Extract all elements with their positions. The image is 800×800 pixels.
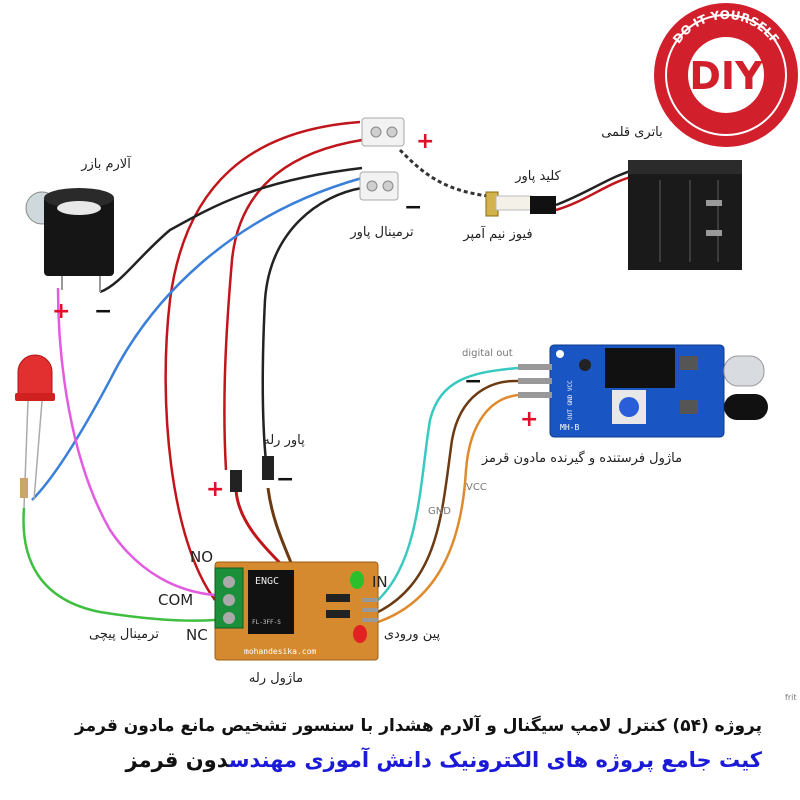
relay-brand: mohandesika.com xyxy=(244,647,316,656)
label-mark: frit xyxy=(785,693,796,702)
footer-kit-line: کیت جامع پروژه های الکترونیک دانش آموزی … xyxy=(0,748,800,788)
label-digital-out: digital out xyxy=(462,348,513,359)
badge-text: DIY xyxy=(689,54,763,98)
label-power-terminal: ترمینال پاور xyxy=(349,225,414,240)
power-terminal-bottom xyxy=(359,171,399,201)
footer-kit-black: دون قرمز xyxy=(125,748,229,772)
relay-power-lead-red xyxy=(234,489,284,567)
green-wire-led-nc xyxy=(22,507,216,622)
fuse-and-switch xyxy=(485,191,556,217)
battery-wire-red xyxy=(555,173,641,212)
brown-wire-gnd xyxy=(377,379,519,614)
relay-logo: ΕΝGC xyxy=(255,576,279,587)
diy-badge: DIY DO IT YOURSELF xyxy=(654,3,798,147)
sign-plus-terminal: + xyxy=(416,129,434,154)
sign-plus-buzzer: + xyxy=(52,299,70,324)
sign-plus-relay: + xyxy=(206,477,224,502)
label-relay-module: ماژول رله xyxy=(249,671,303,686)
label-gnd: GND xyxy=(428,506,451,517)
label-fuse: فیوز نیم آمپر xyxy=(462,225,532,242)
label-in: IN xyxy=(372,573,388,591)
buzzer xyxy=(25,188,114,292)
relay-module: ΕΝGC FL-3FF-S mohandesika.com xyxy=(214,561,379,661)
sign-plus-ir: + xyxy=(520,407,538,432)
footer-title: پروژه (۵۴) کنترل لامپ سیگنال و آلارم هشد… xyxy=(75,716,762,736)
label-buzzer: آلارم بازر xyxy=(80,155,132,172)
relay-power-pin-plus xyxy=(230,470,242,492)
label-ir-module: ماژول فرستنده و گیرنده مادون قرمز xyxy=(481,450,682,466)
sign-minus-buzzer: − xyxy=(94,299,112,324)
relay-power-pin-minus xyxy=(262,456,274,480)
label-input-pin: پین ورودی xyxy=(384,627,441,642)
label-relay-power: پاور رله xyxy=(263,433,305,448)
blue-wire-led xyxy=(31,176,363,501)
red-wire-no xyxy=(164,120,361,601)
label-power-switch: کلید پاور xyxy=(514,169,561,184)
ir-module: MH-B OUT GND VCC xyxy=(518,344,768,438)
sign-minus-relay: − xyxy=(276,467,294,492)
label-no: NO xyxy=(190,548,213,566)
label-vcc: VCC xyxy=(466,482,487,493)
black-wire-buzzer xyxy=(99,166,363,294)
battery-holder xyxy=(628,160,742,270)
power-terminal-top xyxy=(361,117,405,147)
ir-pins: OUT GND VCC xyxy=(567,380,574,420)
relay-part: FL-3FF-S xyxy=(252,619,281,626)
sign-minus-ir: − xyxy=(464,369,482,394)
battery-wire-black xyxy=(555,166,641,207)
sign-minus-terminal: − xyxy=(404,195,422,220)
relay-power-lead-black xyxy=(266,487,294,566)
label-screw-terminal: ترمینال پیچی xyxy=(89,627,159,642)
label-com: COM xyxy=(158,591,193,609)
twisted-wire xyxy=(398,148,489,198)
orange-wire-vcc xyxy=(377,393,519,624)
label-nc: NC xyxy=(186,626,208,644)
pink-wire-buzzer-com xyxy=(56,287,216,597)
label-battery: باتری قلمی xyxy=(601,125,663,140)
red-wire-power xyxy=(223,138,363,471)
cyan-wire-out xyxy=(377,366,519,601)
ir-model: MH-B xyxy=(560,423,579,432)
red-led xyxy=(15,354,55,509)
black-wire-power xyxy=(261,186,363,463)
footer-kit-blue: کیت جامع پروژه های الکترونیک دانش آموزی … xyxy=(228,748,762,772)
